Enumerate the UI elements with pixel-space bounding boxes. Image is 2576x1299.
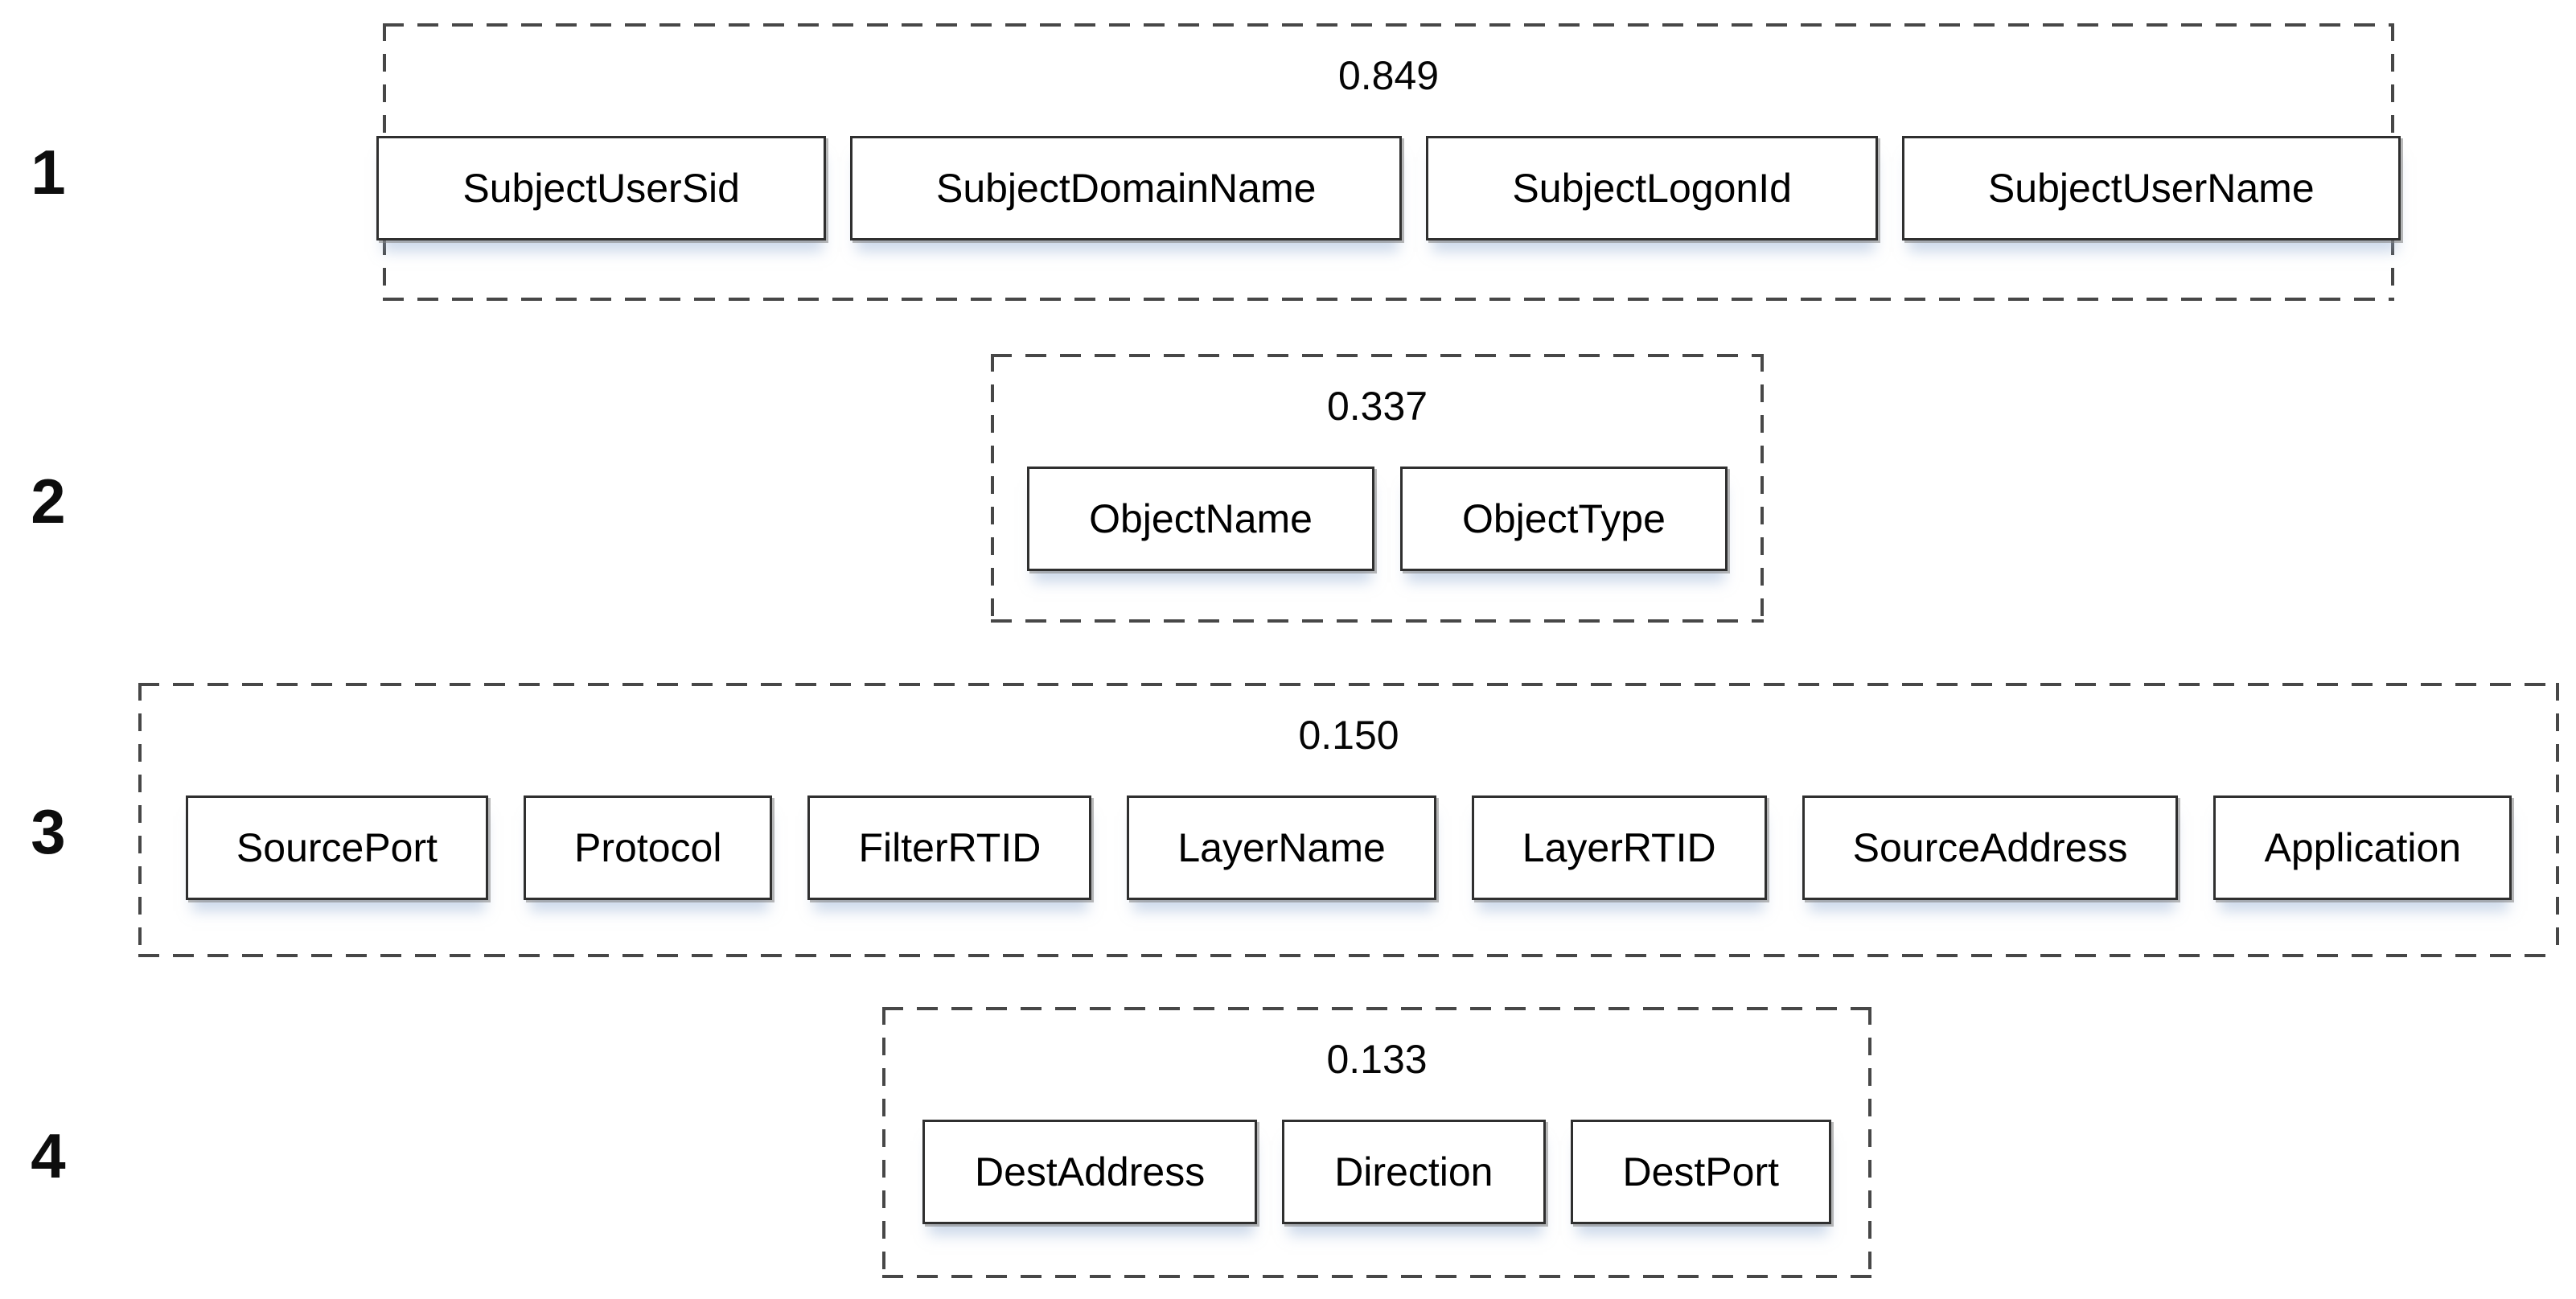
- feature-box: SourcePort: [185, 795, 489, 900]
- feature-box: LayerName: [1127, 795, 1436, 900]
- dashed-border-top: [138, 683, 2559, 686]
- cluster-score: 0.150: [1298, 713, 1399, 758]
- dashed-border-bottom: [991, 619, 1764, 623]
- feature-box: FilterRTID: [807, 795, 1092, 900]
- dashed-border-top: [991, 354, 1764, 357]
- row-label-4: 4: [31, 1120, 66, 1191]
- feature-box: Application: [2213, 795, 2512, 900]
- feature-box: SourceAddress: [1802, 795, 2179, 900]
- cluster-score: 0.133: [1326, 1037, 1428, 1082]
- cluster-group-3: 0.150 SourcePort Protocol FilterRTID Lay…: [138, 683, 2559, 957]
- feature-box: LayerRTID: [1471, 795, 1767, 900]
- cluster-score: 0.337: [1326, 384, 1428, 429]
- dashed-border-bottom: [882, 1275, 1871, 1278]
- row-label-2: 2: [31, 466, 66, 536]
- feature-box: SubjectLogonId: [1426, 136, 1878, 240]
- dashed-border-top: [383, 23, 2394, 27]
- dashed-border-top: [882, 1007, 1871, 1010]
- feature-box: Protocol: [524, 795, 773, 900]
- cluster-group-1: 0.849 SubjectUserSid SubjectDomainName S…: [376, 23, 2401, 301]
- feature-box-row: SourcePort Protocol FilterRTID LayerName…: [138, 795, 2559, 900]
- feature-box: SubjectDomainName: [849, 136, 1403, 240]
- feature-box: ObjectName: [1027, 467, 1374, 571]
- row-label-1: 1: [31, 137, 66, 208]
- dashed-border-bottom: [138, 954, 2559, 957]
- feature-box: ObjectType: [1399, 467, 1728, 571]
- feature-box: SubjectUserSid: [376, 136, 826, 240]
- feature-box: Direction: [1282, 1120, 1546, 1224]
- feature-box: DestAddress: [922, 1120, 1258, 1224]
- cluster-group-4: 0.133 DestAddress Direction DestPort: [882, 1007, 1871, 1278]
- cluster-score: 0.849: [1337, 53, 1440, 98]
- feature-box-row: SubjectUserSid SubjectDomainName Subject…: [376, 136, 2401, 240]
- dashed-border-bottom: [383, 298, 2394, 301]
- feature-box: DestPort: [1570, 1120, 1832, 1224]
- row-label-3: 3: [31, 796, 66, 867]
- feature-box-row: DestAddress Direction DestPort: [882, 1120, 1871, 1224]
- cluster-group-2: 0.337 ObjectName ObjectType: [991, 354, 1764, 623]
- feature-box-row: ObjectName ObjectType: [991, 467, 1764, 571]
- feature-box: SubjectUserName: [1901, 136, 2401, 240]
